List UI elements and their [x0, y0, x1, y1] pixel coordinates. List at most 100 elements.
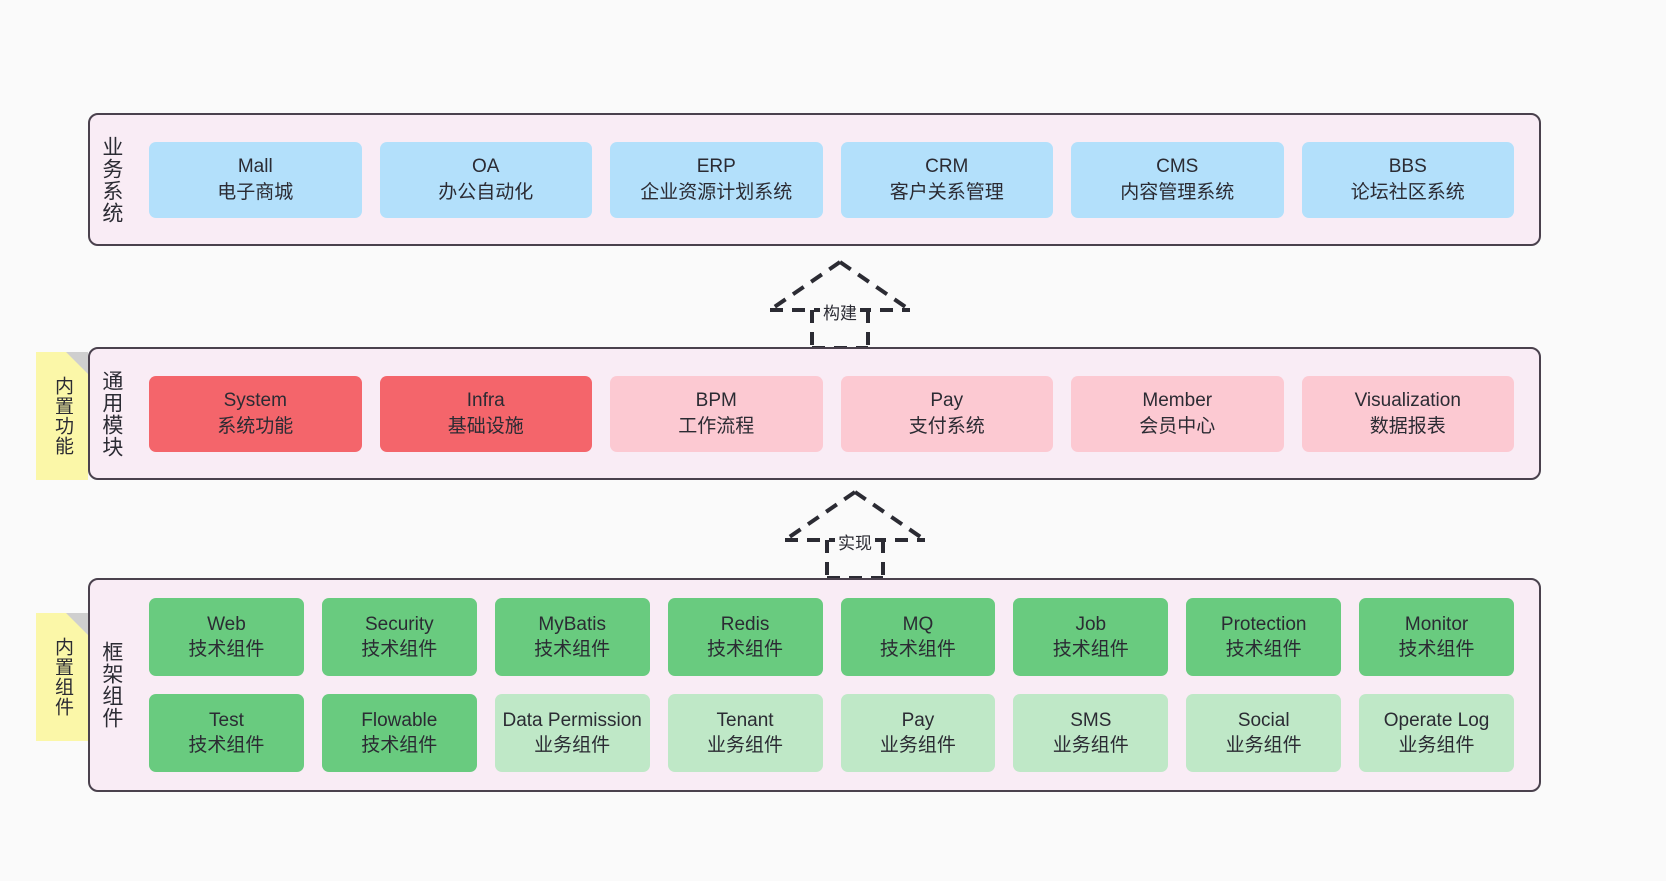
card-social[interactable]: Social 业务组件 — [1186, 694, 1342, 772]
card-monitor-name: Monitor — [1404, 613, 1469, 635]
card-crm-desc: 客户关系管理 — [889, 181, 1004, 203]
card-flowable-name: Flowable — [361, 709, 438, 731]
card-bpm[interactable]: BPM 工作流程 — [610, 375, 823, 452]
card-protection[interactable]: Protection 技术组件 — [1186, 598, 1342, 676]
card-pay-module-desc: 支付系统 — [908, 415, 985, 437]
card-social-name: Social — [1237, 709, 1290, 731]
card-operate-log[interactable]: Operate Log 业务组件 — [1359, 694, 1514, 772]
card-system-desc: 系统功能 — [217, 415, 294, 437]
layer-business-system-body: Mall 电子商城 OA 办公自动化 ERP 企业资源计划系统 CRM 客户关系… — [132, 115, 1539, 244]
card-monitor[interactable]: Monitor 技术组件 — [1359, 598, 1514, 676]
connector-implement-label: 实现 — [835, 529, 875, 554]
card-security-desc: 技术组件 — [361, 639, 438, 660]
layer-business-system: 业务系统 Mall 电子商城 OA 办公自动化 ERP 企业资源计划系统 CRM… — [88, 113, 1541, 246]
card-monitor-desc: 技术组件 — [1398, 639, 1475, 660]
card-bpm-name: BPM — [695, 390, 737, 412]
card-erp-name: ERP — [696, 156, 736, 178]
card-sms-name: SMS — [1070, 709, 1112, 731]
card-member-desc: 会员中心 — [1139, 415, 1216, 437]
card-oa-desc: 办公自动化 — [438, 181, 534, 203]
card-tenant-desc: 业务组件 — [707, 735, 784, 756]
card-flowable-desc: 技术组件 — [361, 735, 438, 756]
card-system[interactable]: System 系统功能 — [149, 375, 362, 452]
card-data-permission-desc: 业务组件 — [534, 735, 611, 756]
card-mq-name: MQ — [902, 613, 934, 635]
card-cms-desc: 内容管理系统 — [1120, 181, 1235, 203]
card-erp-desc: 企业资源计划系统 — [640, 181, 793, 203]
card-pay-component-desc: 业务组件 — [879, 735, 956, 756]
card-test-desc: 技术组件 — [188, 735, 265, 756]
card-social-desc: 业务组件 — [1225, 735, 1302, 756]
card-bbs[interactable]: BBS 论坛社区系统 — [1301, 141, 1514, 218]
connector-build-label: 构建 — [820, 299, 860, 324]
connector-implement: 实现 — [775, 488, 935, 580]
card-bbs-desc: 论坛社区系统 — [1350, 181, 1465, 203]
card-job[interactable]: Job 技术组件 — [1013, 598, 1169, 676]
card-mybatis[interactable]: MyBatis 技术组件 — [494, 598, 650, 676]
card-mybatis-desc: 技术组件 — [534, 639, 611, 660]
card-job-name: Job — [1075, 613, 1107, 635]
card-oa-name: OA — [472, 156, 500, 178]
card-erp[interactable]: ERP 企业资源计划系统 — [610, 141, 823, 218]
card-test-name: Test — [209, 709, 244, 731]
layer-framework-components-label: 框架组件 — [99, 641, 123, 729]
card-bbs-name: BBS — [1388, 156, 1427, 178]
card-member-name: Member — [1142, 390, 1213, 412]
card-protection-desc: 技术组件 — [1225, 639, 1302, 660]
card-crm-name: CRM — [925, 156, 969, 178]
card-visualization-desc: 数据报表 — [1369, 415, 1446, 437]
card-pay-component-name: Pay — [901, 709, 935, 731]
business-system-row: Mall 电子商城 OA 办公自动化 ERP 企业资源计划系统 CRM 客户关系… — [140, 141, 1523, 218]
card-redis-desc: 技术组件 — [707, 639, 784, 660]
layer-business-system-label: 业务系统 — [99, 135, 123, 224]
card-mall-name: Mall — [237, 156, 273, 178]
card-web-desc: 技术组件 — [188, 639, 265, 660]
card-pay-module[interactable]: Pay 支付系统 — [840, 375, 1053, 452]
card-bpm-desc: 工作流程 — [678, 415, 755, 437]
sticky-note-builtin-component: 内置组件 — [36, 613, 88, 741]
card-infra[interactable]: Infra 基础设施 — [379, 375, 592, 452]
framework-row-technical: Web 技术组件 Security 技术组件 MyBatis 技术组件 Redi… — [140, 598, 1523, 676]
card-pay-component[interactable]: Pay 业务组件 — [840, 694, 996, 772]
framework-row-business: Test 技术组件 Flowable 技术组件 Data Permission … — [140, 694, 1523, 772]
sticky-note-builtin-function: 内置功能 — [36, 352, 88, 480]
card-visualization[interactable]: Visualization 数据报表 — [1301, 375, 1514, 452]
card-cms[interactable]: CMS 内容管理系统 — [1071, 141, 1284, 218]
card-pay-module-name: Pay — [930, 390, 964, 412]
card-web[interactable]: Web 技术组件 — [149, 598, 304, 676]
layer-common-modules-body: System 系统功能 Infra 基础设施 BPM 工作流程 Pay 支付系统… — [132, 349, 1539, 478]
card-oa[interactable]: OA 办公自动化 — [379, 141, 592, 218]
card-mq-desc: 技术组件 — [879, 639, 956, 660]
card-operate-log-desc: 业务组件 — [1398, 735, 1475, 756]
card-redis-name: Redis — [720, 613, 770, 635]
card-flowable[interactable]: Flowable 技术组件 — [321, 694, 477, 772]
card-security-name: Security — [364, 613, 434, 635]
layer-common-modules: 通用模块 System 系统功能 Infra 基础设施 BPM 工作流程 Pay… — [88, 347, 1541, 480]
card-crm[interactable]: CRM 客户关系管理 — [840, 141, 1053, 218]
card-sms[interactable]: SMS 业务组件 — [1013, 694, 1169, 772]
card-cms-name: CMS — [1156, 156, 1199, 178]
card-mybatis-name: MyBatis — [538, 613, 606, 635]
card-infra-desc: 基础设施 — [447, 415, 524, 437]
card-member[interactable]: Member 会员中心 — [1071, 375, 1284, 452]
card-visualization-name: Visualization — [1354, 390, 1461, 412]
card-test[interactable]: Test 技术组件 — [149, 694, 304, 772]
card-tenant[interactable]: Tenant 业务组件 — [667, 694, 823, 772]
card-mq[interactable]: MQ 技术组件 — [840, 598, 996, 676]
card-redis[interactable]: Redis 技术组件 — [667, 598, 823, 676]
layer-framework-components: 框架组件 Web 技术组件 Security 技术组件 MyBatis 技术组件… — [88, 578, 1541, 792]
common-modules-row: System 系统功能 Infra 基础设施 BPM 工作流程 Pay 支付系统… — [140, 375, 1523, 452]
card-data-permission[interactable]: Data Permission 业务组件 — [494, 694, 650, 772]
card-infra-name: Infra — [466, 390, 505, 412]
card-sms-desc: 业务组件 — [1052, 735, 1129, 756]
card-data-permission-name: Data Permission — [502, 709, 642, 731]
card-mall[interactable]: Mall 电子商城 — [149, 141, 362, 218]
card-operate-log-name: Operate Log — [1383, 709, 1490, 731]
card-security[interactable]: Security 技术组件 — [321, 598, 477, 676]
card-web-name: Web — [207, 613, 246, 635]
card-system-name: System — [223, 390, 287, 412]
layer-common-modules-label: 通用模块 — [99, 369, 123, 458]
layer-framework-components-body: Web 技术组件 Security 技术组件 MyBatis 技术组件 Redi… — [132, 580, 1539, 790]
connector-build: 构建 — [760, 258, 920, 350]
card-mall-desc: 电子商城 — [217, 181, 294, 203]
